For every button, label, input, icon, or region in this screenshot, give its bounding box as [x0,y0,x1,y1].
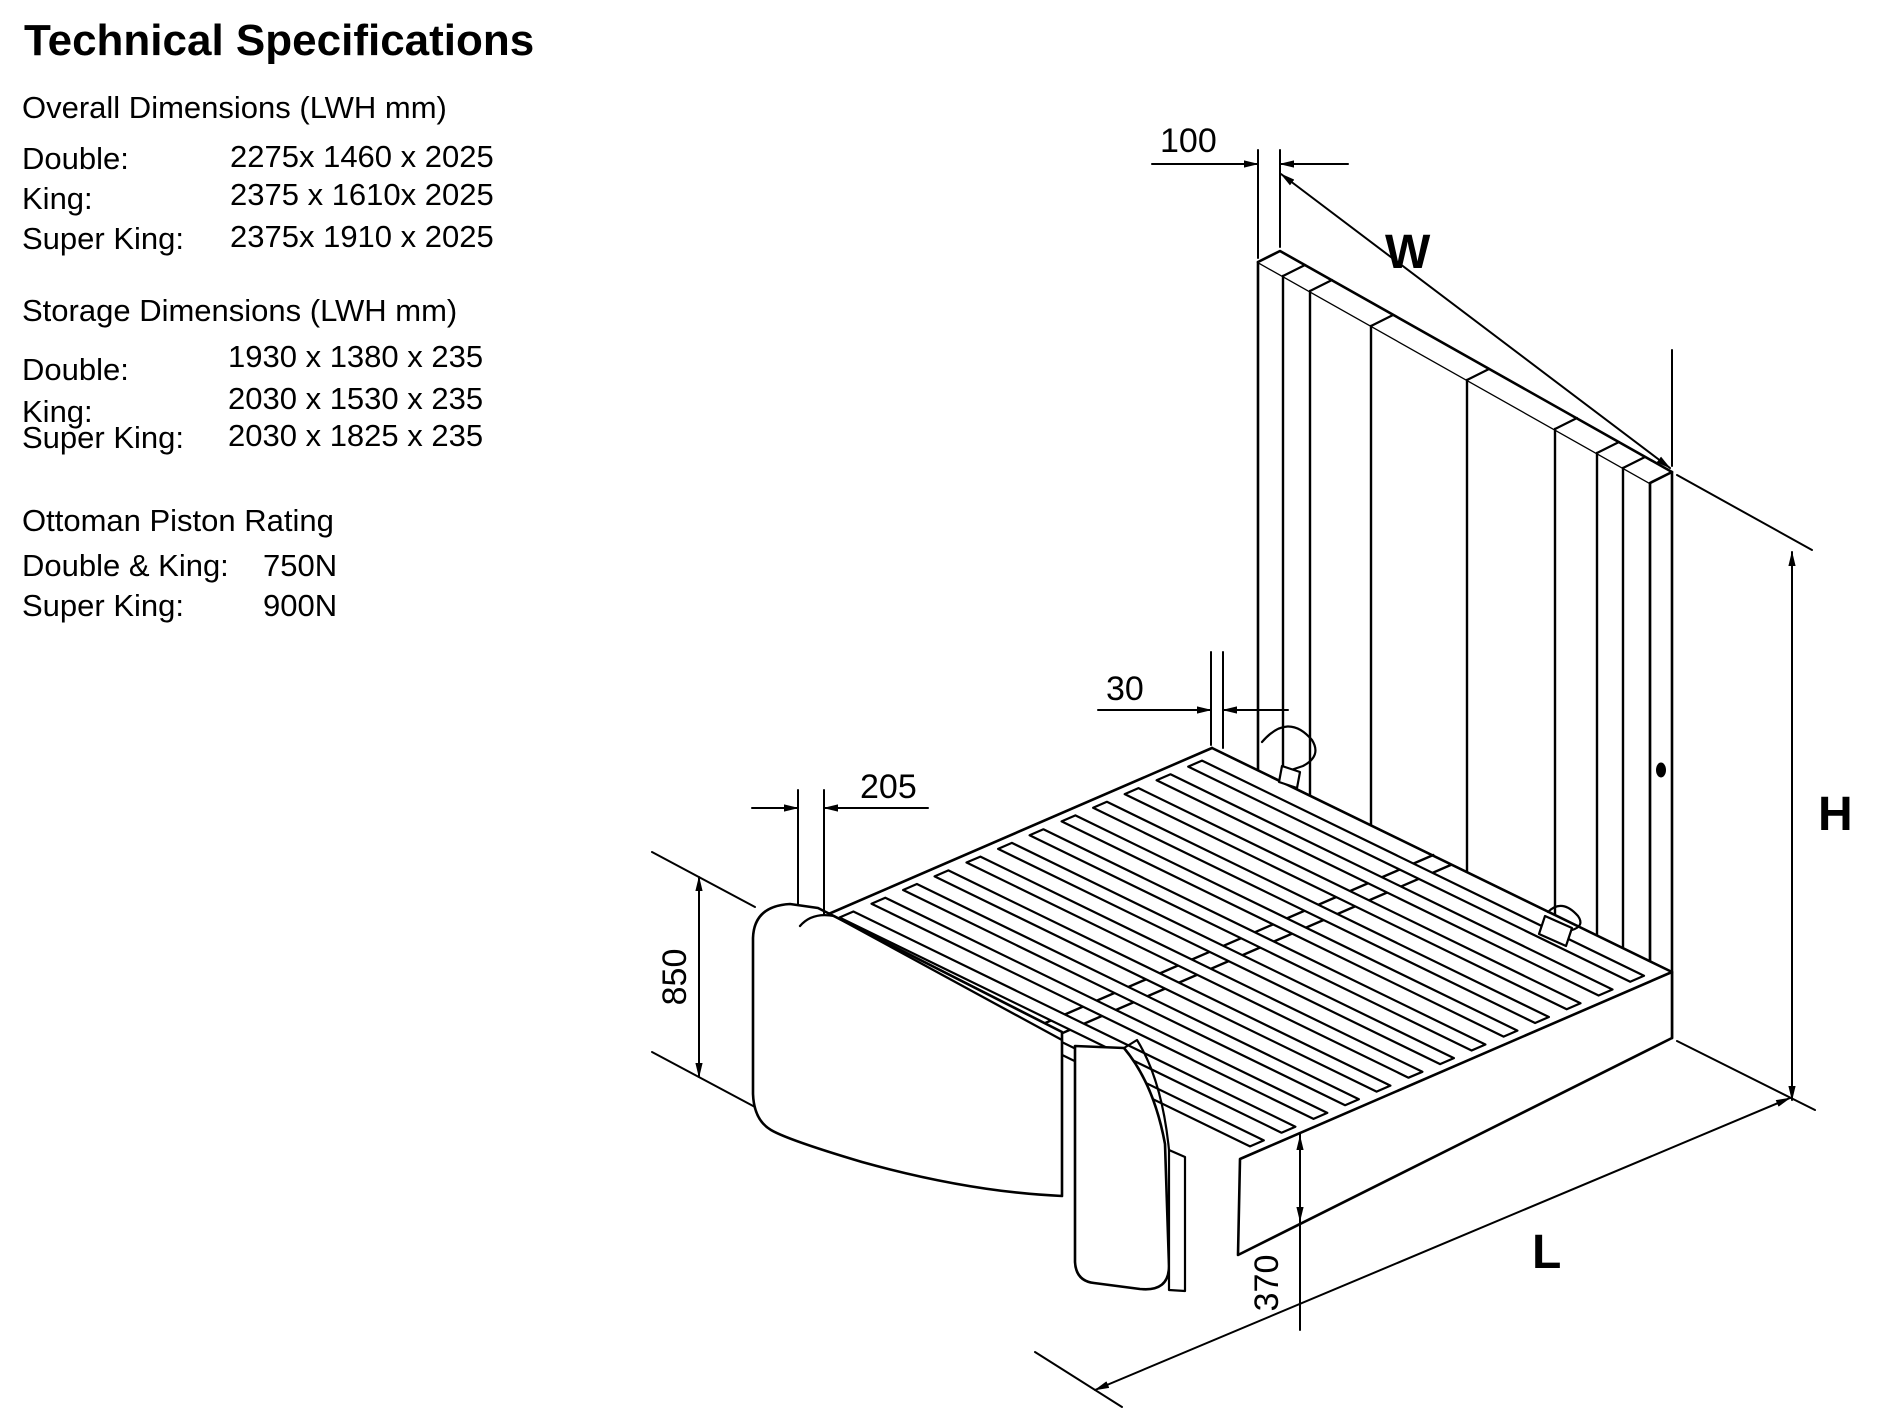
row-value: 2030 x 1825 x 235 [228,418,484,453]
row-value: 2030 x 1530 x 235 [228,381,484,416]
row-label: Super King: [22,221,184,256]
row-value: 2375 x 1610x 2025 [230,177,494,212]
dim-label-850: 850 [656,949,694,1006]
dim-headboard-thickness [1151,149,1349,259]
hinge-piston-left [1260,725,1317,790]
slat-deck [778,725,1674,1159]
row-label: King: [22,394,93,429]
dim-width [1280,173,1673,469]
slats [806,759,1646,1148]
row-label: Double: [22,352,129,387]
fixing-hole [1656,762,1666,778]
row-label: King: [22,181,93,216]
dimension-annotations [651,149,1816,1408]
dim-overall-height [1676,474,1816,1111]
row-value: 2275x 1460 x 2025 [230,139,494,174]
dim-label-w: W [1385,226,1431,279]
dim-footboard-height [651,851,756,1108]
section-heading-piston: Ottoman Piston Rating [22,503,334,538]
row-value: 750N [263,548,338,583]
row-value: 1930 x 1380 x 235 [228,339,484,374]
dim-label-l: L [1532,1226,1561,1279]
row-value: 900N [263,588,338,623]
dim-label-100: 100 [1160,122,1217,160]
dim-label-205: 205 [860,768,917,806]
dim-slat-offset [1097,651,1289,749]
hinge-bracket-right [1537,904,1582,948]
dim-label-30: 30 [1106,670,1144,708]
dim-label-h: H [1818,788,1853,841]
row-label: Double: [22,141,129,176]
row-label: Super King: [22,420,184,455]
section-heading-storage: Storage Dimensions (LWH mm) [22,293,458,328]
row-label: Double & King: [22,548,229,583]
page-title: Technical Specifications [24,16,535,65]
row-value: 2375x 1910 x 2025 [230,219,494,254]
section-heading-overall: Overall Dimensions (LWH mm) [22,90,447,125]
dim-label-370: 370 [1248,1255,1286,1312]
dim-footboard-top [751,789,929,915]
row-label: Super King: [22,588,184,623]
dim-length [1034,1097,1791,1408]
